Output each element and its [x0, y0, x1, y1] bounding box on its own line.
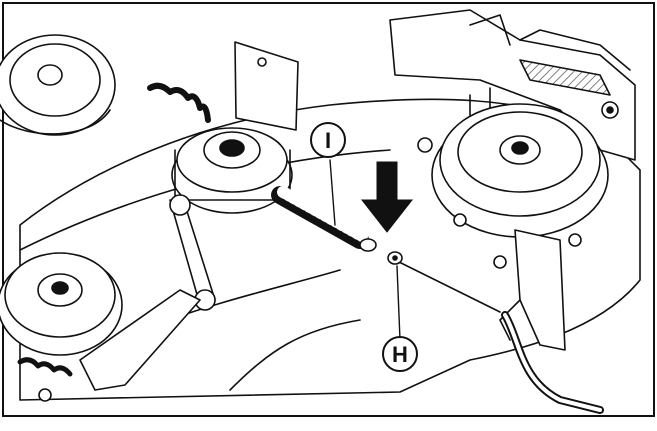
- arm-bolt-upper: [169, 194, 191, 216]
- deck-ridge-line-3: [229, 319, 361, 391]
- cable-bracket-right: [514, 229, 566, 351]
- tension-spring-upper: [147, 82, 211, 123]
- adjustment-nut-hole: [392, 255, 398, 261]
- control-cable: [394, 259, 501, 313]
- deck-bolt: [417, 137, 433, 153]
- pulley-top-left: [0, 34, 116, 136]
- callout-h-label: H: [392, 342, 408, 367]
- callout-leader-i: [329, 159, 336, 226]
- plate-hole: [257, 57, 267, 67]
- callout-i: I: [310, 122, 346, 158]
- deck-bolt: [493, 255, 507, 269]
- deck-bolt: [38, 388, 52, 402]
- callout-leader-h: [396, 265, 401, 341]
- down-arrow-icon: [360, 161, 414, 233]
- callout-i-label: I: [325, 128, 331, 153]
- deck-bolt: [568, 233, 582, 247]
- pulley-lower-left: [0, 252, 123, 356]
- tension-spring-lower: [17, 357, 73, 377]
- control-cable-sheath-inner: [503, 313, 602, 412]
- cable-bracket-fold: [499, 299, 521, 341]
- tension-spring-main: [271, 186, 377, 252]
- callout-h: H: [382, 336, 418, 372]
- pulley-large-right: [431, 87, 609, 238]
- arm-lower-link: [79, 289, 201, 391]
- deck-bolt: [453, 213, 467, 227]
- upright-plate: [234, 41, 299, 131]
- idler-pulley-upper: [171, 127, 293, 214]
